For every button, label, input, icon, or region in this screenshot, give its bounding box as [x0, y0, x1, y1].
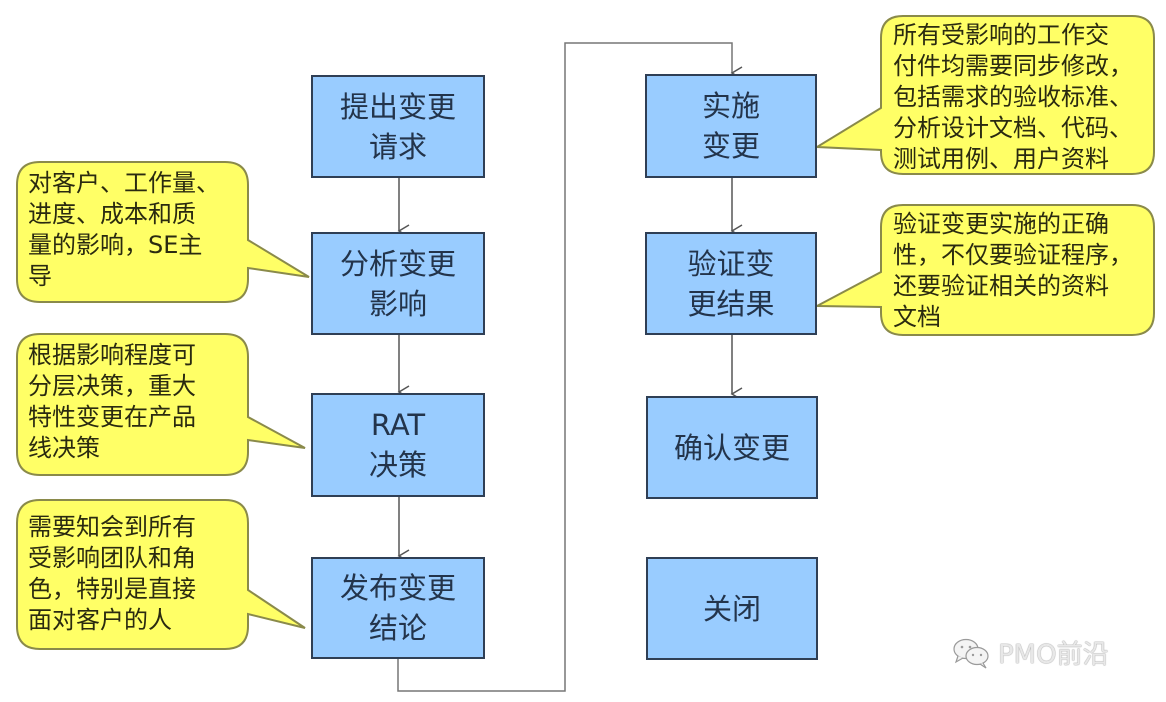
watermark: PMO前沿 [952, 634, 1109, 671]
wechat-icon [953, 638, 989, 668]
step-rat-decision: RAT 决策 [311, 393, 485, 497]
callout-rat-text: 根据影响程度可 分层决策，重大 特性变更在产品 线决策 [28, 341, 196, 462]
step-label: 分析变更 影响 [339, 246, 456, 321]
step-submit-request: 提出变更 请求 [311, 75, 485, 178]
callout-implement-text: 所有受影响的工作交 付件均需要同步修改， 包括需求的验收标准、 分析设计文档、代… [893, 21, 1133, 173]
watermark-text: PMO前沿 [998, 640, 1109, 670]
arrow-publish-to-implement [397, 42, 743, 692]
step-implement-change: 实施 变更 [645, 74, 817, 178]
step-publish-conclusion: 发布变更 结论 [311, 557, 485, 659]
callout-verify-text: 验证变更实施的正确 性，不仅要验证程序， 还要验证相关的资料 文档 [893, 210, 1133, 331]
step-label: 提出变更 请求 [339, 89, 456, 164]
step-label: RAT 决策 [368, 408, 427, 482]
step-verify-result: 验证变 更结果 [645, 232, 817, 335]
step-confirm-change: 确认变更 [646, 396, 818, 499]
step-label: 发布变更 结论 [339, 571, 456, 645]
callout-publish-shape [16, 499, 306, 650]
callout-analyze-text: 对客户、工作量、 进度、成本和质 量的影响，SE主 导 [28, 169, 220, 290]
step-label: 实施 变更 [701, 89, 760, 163]
callout-verify-shape [816, 204, 1155, 336]
step-label: 确认变更 [673, 430, 790, 465]
callout-publish-text: 需要知会到所有 受影响团队和角 色，特别是直接 面对客户的人 [28, 513, 196, 634]
callout-rat-shape [16, 333, 306, 476]
callout-analyze-shape [16, 161, 310, 303]
callout-implement-shape [813, 15, 1155, 175]
step-close: 关闭 [646, 557, 818, 660]
step-label: 关闭 [702, 591, 761, 626]
step-label: 验证变 更结果 [687, 246, 775, 321]
step-analyze-impact: 分析变更 影响 [311, 232, 485, 335]
